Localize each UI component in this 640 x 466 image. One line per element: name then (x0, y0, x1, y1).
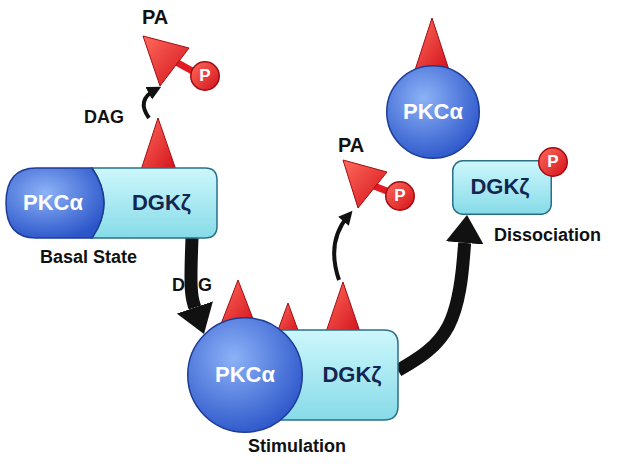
state-label: Basal State (40, 248, 137, 268)
dag-molecule (326, 282, 360, 332)
transition-arrow (191, 238, 195, 307)
node-text: PKCα (23, 191, 83, 215)
node-text: DGKζ (322, 363, 381, 387)
pa-molecule (143, 36, 189, 86)
phosphate-group: P (538, 147, 568, 177)
dag-molecule (141, 118, 176, 170)
node-text: P (199, 67, 210, 86)
phosphate-group: P (385, 181, 415, 211)
node-text: P (547, 153, 558, 172)
molecule-label: PA (338, 134, 364, 156)
molecule-label: DAG (84, 108, 124, 128)
pkc-enzyme: PKCα (386, 65, 480, 159)
transition-arrow (398, 243, 465, 371)
phosphate-group: P (190, 61, 220, 91)
dgk-enzyme: DGKζ (452, 160, 552, 215)
dag-molecule (415, 18, 449, 70)
node-text: DGKζ (132, 191, 191, 215)
pkc-enzyme: PKCα (187, 317, 303, 433)
state-label: Stimulation (248, 437, 346, 457)
pkc-enzyme: PKCα (6, 168, 116, 238)
node-text: PKCα (215, 363, 275, 387)
molecule-label: DAG (172, 276, 212, 296)
molecule-label: PA (142, 6, 168, 28)
conversion-arrow (334, 216, 348, 280)
dgk-enzyme: DGKζ (92, 168, 217, 238)
node-text: PKCα (403, 100, 463, 124)
node-text: P (394, 187, 405, 206)
pa-molecule (343, 160, 387, 208)
dag-molecule (277, 303, 299, 333)
conversion-arrow (144, 90, 155, 118)
state-label: Dissociation (494, 226, 601, 246)
node-text: DGKζ (470, 175, 529, 199)
